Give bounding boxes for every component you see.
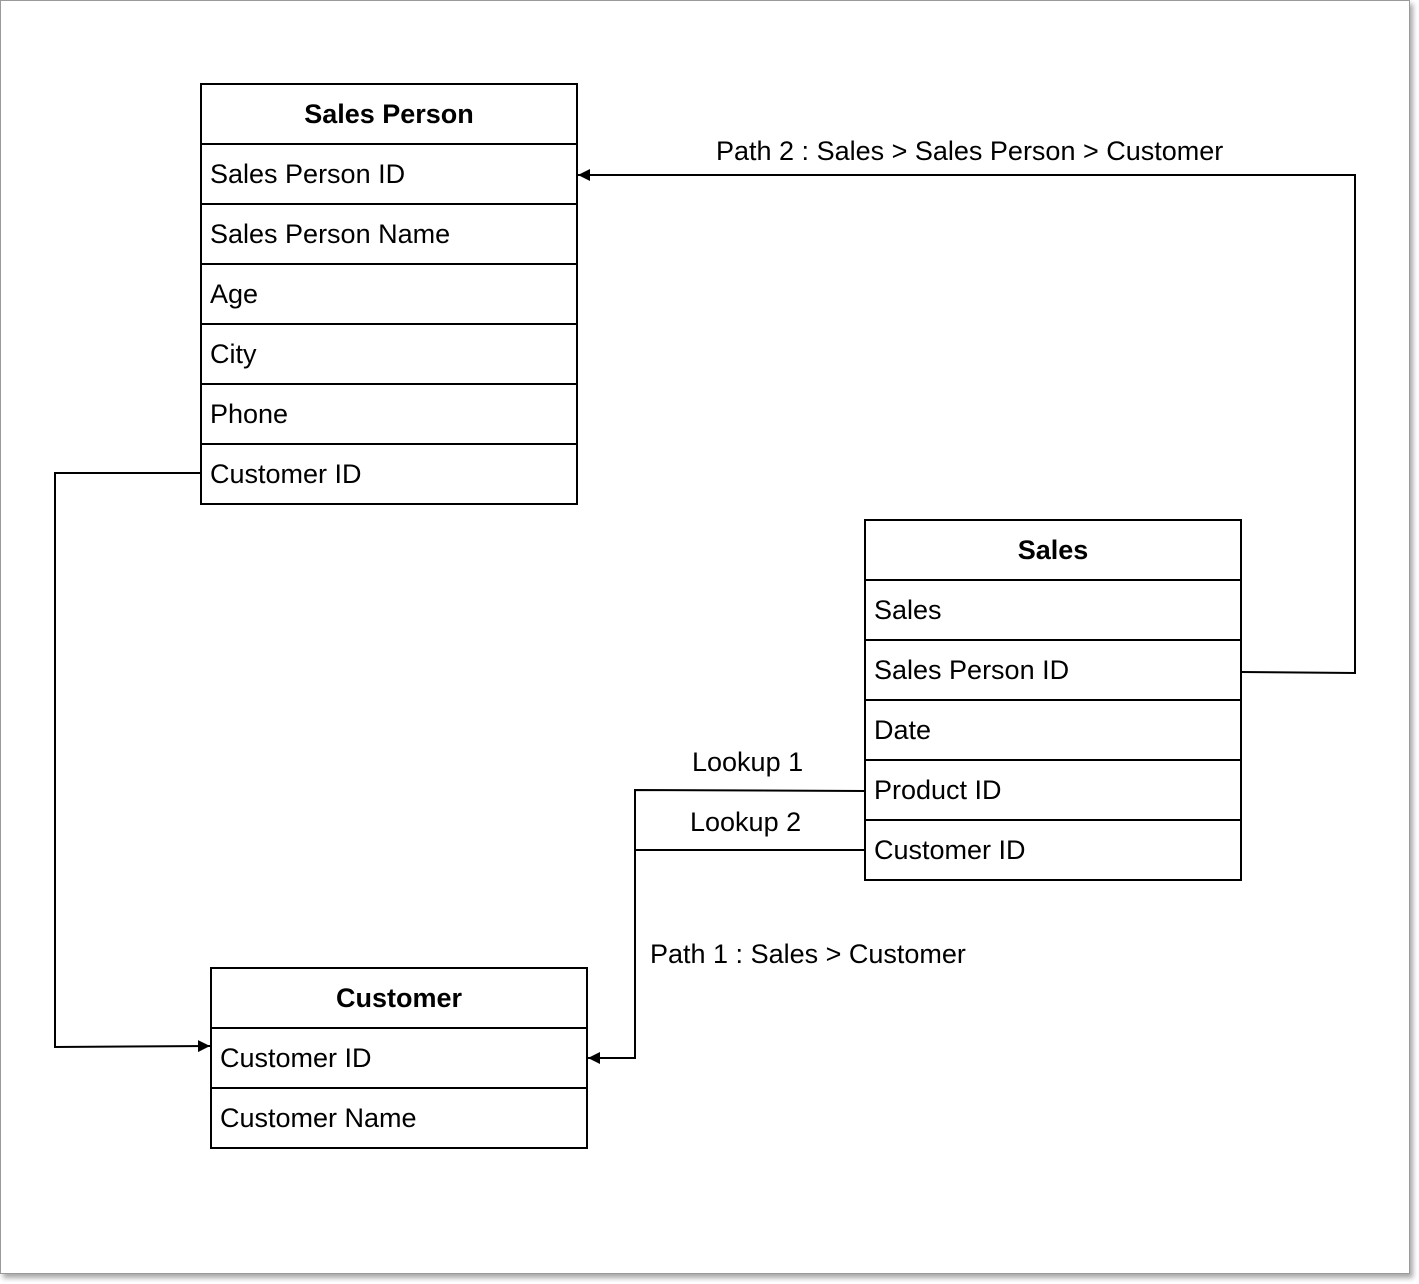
field-city: City (202, 325, 576, 385)
path1-label: Path 1 : Sales > Customer (650, 939, 966, 969)
field-sales-person-name: Sales Person Name (202, 205, 576, 265)
entity-sales: Sales Sales Sales Person ID Date Product… (864, 519, 1242, 881)
entity-title: Customer (212, 969, 586, 1029)
field-customer-name: Customer Name (220, 1102, 417, 1133)
path2-label: Path 2 : Sales > Sales Person > Customer (716, 136, 1224, 166)
entity-sales-person: Sales Person Sales Person ID Sales Perso… (200, 83, 578, 505)
connector-salesperson-customer (54, 472, 211, 1053)
field-sales-person-id: Sales Person ID (202, 145, 576, 205)
field-sales: Sales (866, 581, 1240, 641)
connector-lookup2 (588, 849, 865, 1064)
field-age: Age (202, 265, 576, 325)
field-date: Date (866, 701, 1240, 761)
field-customer-id: Customer ID (874, 834, 1026, 865)
connector-path2 (578, 169, 1356, 675)
field-sales-person-id: Sales Person ID (866, 641, 1240, 701)
field-phone: Phone (202, 385, 576, 445)
lookup2-label: Lookup 2 (690, 807, 802, 837)
entity-title: Sales Person (202, 85, 576, 145)
field-product-id: Product ID (866, 761, 1240, 821)
field-customer-id: Customer ID (210, 458, 362, 489)
field-customer-id: Customer ID (212, 1029, 586, 1089)
lookup1-label: Lookup 1 (692, 747, 804, 777)
entity-title: Sales (866, 521, 1240, 581)
entity-customer: Customer Customer ID Customer Name (210, 967, 588, 1149)
